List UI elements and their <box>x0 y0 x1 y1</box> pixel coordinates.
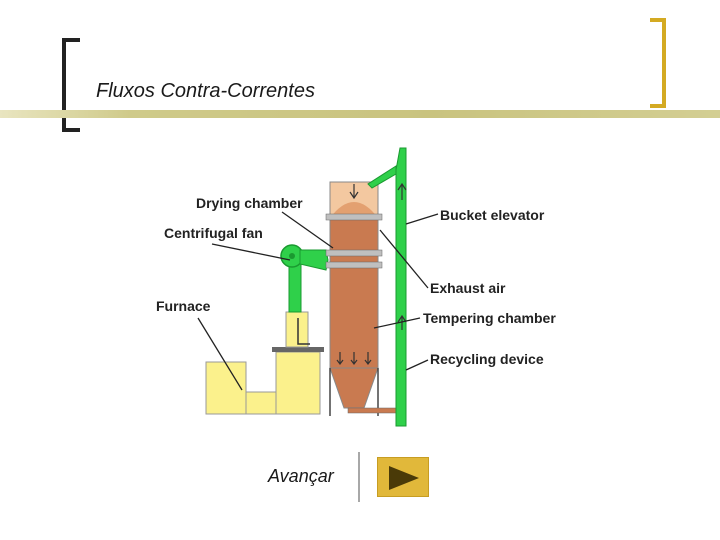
left-bracket-decoration <box>62 38 80 132</box>
slide-title: Fluxos Contra-Correntes <box>96 80 315 102</box>
leader-tempering-chamber <box>373 317 421 329</box>
tower-band-2 <box>325 249 383 257</box>
furnace-block-left <box>205 361 247 415</box>
label-bucket-elevator: Bucket elevator <box>440 207 545 223</box>
dryer-diagram: Drying chamber Centrifugal fan Furnace B… <box>156 147 556 427</box>
furnace-pointer-mark <box>297 318 310 345</box>
airflow-arrow-bottom-1 <box>336 352 344 365</box>
leader-furnace <box>197 317 243 391</box>
leader-drying-chamber <box>281 211 334 249</box>
furnace-block-base <box>245 391 277 415</box>
label-exhaust-air: Exhaust air <box>430 280 506 296</box>
elevator-chute <box>367 165 397 189</box>
furnace-block-right <box>275 351 321 415</box>
airflow-arrow-bottom-3 <box>364 352 372 365</box>
tower-body <box>329 217 379 369</box>
nav-divider <box>358 452 360 502</box>
elevator-arrow-up <box>397 182 407 200</box>
title-underline <box>0 110 720 118</box>
advance-label[interactable]: Avançar <box>268 466 334 486</box>
leader-centrifugal-fan <box>211 243 291 261</box>
leader-recycling-device <box>405 359 429 371</box>
fan-hub <box>289 253 295 259</box>
tower-bottom-cone <box>329 367 379 409</box>
play-triangle-icon <box>389 466 419 490</box>
next-slide-button[interactable] <box>377 457 429 497</box>
leader-bucket-elevator <box>405 213 439 225</box>
airflow-arrow-bottom-2 <box>350 352 358 365</box>
green-duct-horizontal <box>299 249 329 271</box>
label-centrifugal-fan: Centrifugal fan <box>164 225 263 241</box>
label-furnace: Furnace <box>156 298 211 314</box>
leader-exhaust-air <box>379 229 429 289</box>
label-recycling-device: Recycling device <box>430 351 544 367</box>
label-tempering-chamber: Tempering chamber <box>423 310 556 326</box>
recycling-conveyor <box>347 407 399 414</box>
label-drying-chamber: Drying chamber <box>196 195 303 211</box>
tower-band-3 <box>325 261 383 269</box>
furnace-chimney <box>285 311 309 348</box>
tower-band-1 <box>325 213 383 221</box>
airflow-arrow-top <box>349 184 359 200</box>
right-bracket-decoration <box>650 18 666 108</box>
bucket-elevator <box>395 147 407 427</box>
elevator-arrow-mid <box>397 314 407 330</box>
furnace-plate <box>272 347 324 352</box>
